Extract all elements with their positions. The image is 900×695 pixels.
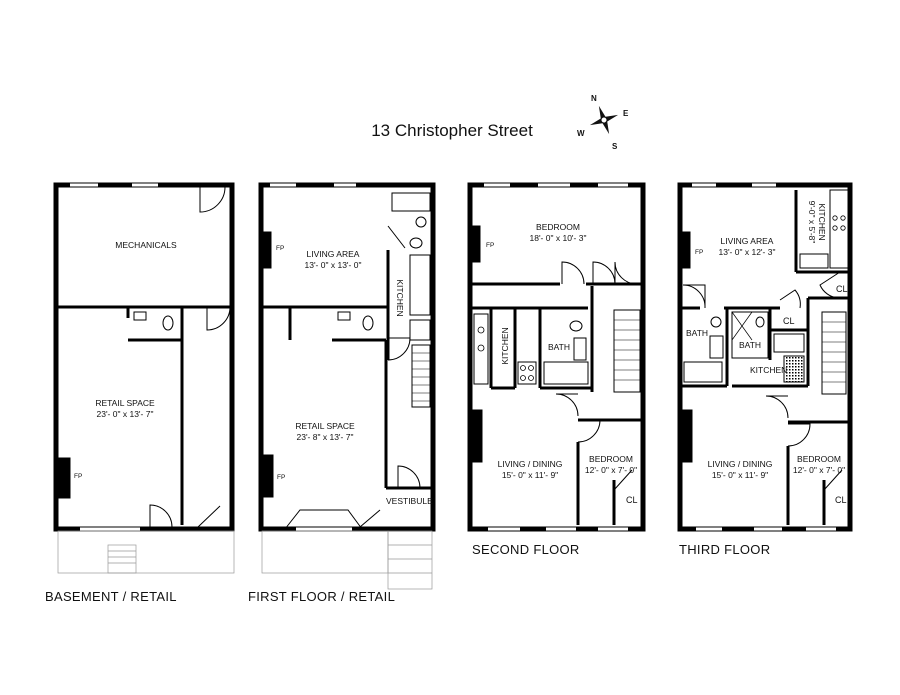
first-fp1-label: FP xyxy=(276,245,284,252)
second-bedroom2-label: BEDROOM xyxy=(589,454,633,464)
third-bedroom-label: BEDROOM xyxy=(797,454,841,464)
first-retail-label: RETAIL SPACE xyxy=(295,421,355,431)
page-title: 13 Christopher Street xyxy=(371,121,533,140)
basement-plan xyxy=(53,182,235,574)
compass-n: N xyxy=(591,94,597,103)
second-bedroom-label: BEDROOM xyxy=(536,222,580,232)
first-retail-dim: 23'- 8" x 13'- 7" xyxy=(296,432,353,442)
basement-retail-label: RETAIL SPACE xyxy=(95,398,155,408)
second-bedroom2-dim: 12'- 0" x 7'- 0" xyxy=(585,465,637,475)
first-floor-label: FIRST FLOOR / RETAIL xyxy=(248,589,395,604)
second-fp-label: FP xyxy=(486,242,494,249)
second-floor-plan xyxy=(467,182,646,532)
compass-w: W xyxy=(577,129,585,138)
basement-mechanicals-label: MECHANICALS xyxy=(115,240,177,250)
compass-icon xyxy=(589,105,619,135)
second-kitchen-label: KITCHEN xyxy=(500,327,510,364)
third-living-dim: 13'- 0" x 12'- 3" xyxy=(718,247,775,257)
third-cl3-label: CL xyxy=(835,495,847,505)
second-living-dim: 15'- 0" x 11'- 9" xyxy=(502,470,558,480)
compass-e: E xyxy=(623,109,629,118)
third-bath2-label: BATH xyxy=(739,340,761,350)
third-bedroom-dim: 12'- 0" x 7'- 0" xyxy=(793,465,845,475)
third-floor-plan xyxy=(677,182,853,532)
third-cl1-label: CL xyxy=(836,284,848,294)
first-living-dim: 13'- 0" x 13'- 0" xyxy=(304,260,361,270)
third-living2-dim: 15'- 0" x 11'- 9" xyxy=(712,470,768,480)
second-bath-label: BATH xyxy=(548,342,570,352)
third-kitchen-top-label: KITCHEN xyxy=(817,203,827,240)
basement-retail-dim: 23'- 0" x 13'- 7" xyxy=(96,409,153,419)
compass-s: S xyxy=(612,142,618,151)
first-fp2-label: FP xyxy=(277,474,285,481)
third-floor-label: THIRD FLOOR xyxy=(679,542,770,557)
third-bath1-label: BATH xyxy=(686,328,708,338)
basement-floor-label: BASEMENT / RETAIL xyxy=(45,589,177,604)
third-living-label: LIVING AREA xyxy=(721,236,774,246)
second-cl-label: CL xyxy=(626,495,638,505)
third-kitchen-label: KITCHEN xyxy=(750,365,787,375)
first-floor-plan xyxy=(258,182,436,590)
third-living2-label: LIVING / DINING xyxy=(708,459,773,469)
basement-fp-label: FP xyxy=(74,473,82,480)
second-floor-label: SECOND FLOOR xyxy=(472,542,580,557)
first-kitchen-label: KITCHEN xyxy=(395,279,405,316)
third-cl2-label: CL xyxy=(783,316,795,326)
third-kitchen-top-dim: 9'-0" x 5'-8" xyxy=(807,201,817,244)
second-living-label: LIVING / DINING xyxy=(498,459,563,469)
first-living-label: LIVING AREA xyxy=(307,249,360,259)
second-bedroom-dim: 18'- 0" x 10'- 3" xyxy=(529,233,586,243)
first-vestibule-label: VESTIBULE xyxy=(386,496,433,506)
third-fp-label: FP xyxy=(695,249,703,256)
